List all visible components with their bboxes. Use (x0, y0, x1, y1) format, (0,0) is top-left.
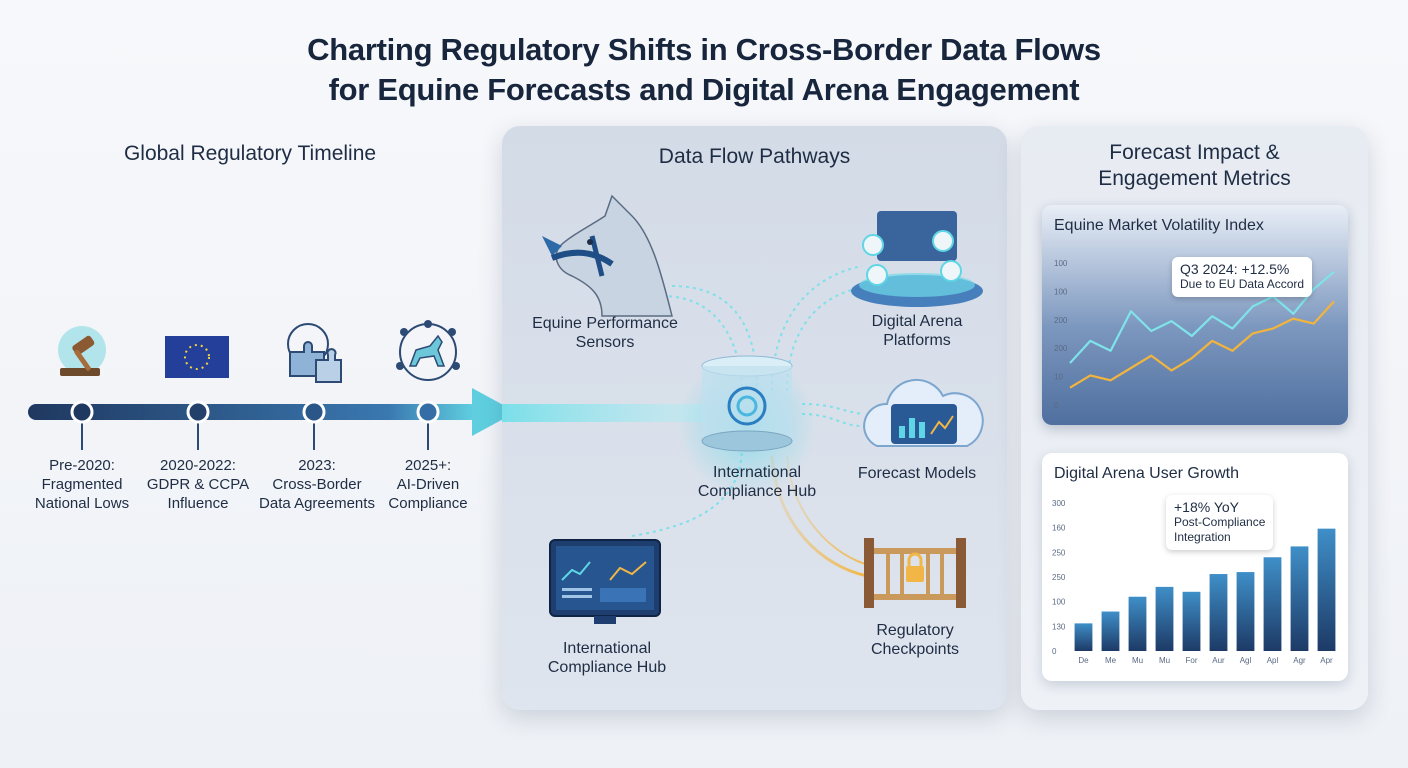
compliance-hub-icon (677, 355, 817, 496)
growth-callout-line-1: +18% YoY (1174, 499, 1240, 515)
bar (1128, 596, 1147, 651)
node-label-arena: Digital Arena Platforms (871, 313, 963, 349)
gavel-icon (58, 326, 106, 376)
x-tick-label: De (1078, 656, 1089, 665)
incoming-beam (502, 404, 712, 422)
x-tick-label: Agl (1240, 656, 1252, 665)
puzzle-icon (287, 323, 342, 383)
timeline-pin (302, 400, 326, 450)
x-tick-label: Mu (1132, 656, 1143, 665)
volatility-callout-line-2: Due to EU Data Accord (1180, 277, 1305, 291)
horse-head-icon (542, 194, 673, 317)
bar (1209, 574, 1228, 651)
bar (1290, 546, 1309, 651)
growth-callout-line-2: Post-Compliance (1174, 515, 1266, 529)
y-tick-label: 100 (1054, 259, 1068, 268)
timeline-arrowhead-icon (472, 388, 516, 436)
node-label-hub-secondary: International Compliance Hub (547, 640, 667, 676)
timeline-heading: Global Regulatory Timeline (123, 142, 377, 165)
timeline-graphic (28, 320, 516, 450)
page-title: Charting Regulatory Shifts in Cross-Bord… (0, 30, 1408, 110)
volatility-callout: Q3 2024: +12.5% Due to EU Data Accord (1172, 257, 1313, 297)
bar (1182, 591, 1201, 651)
metrics-heading: Forecast Impact & Engagement Metrics (1098, 141, 1291, 190)
bar (1074, 623, 1093, 651)
timeline-bar (28, 404, 478, 420)
growth-title: Digital Arena User Growth (1054, 465, 1239, 482)
volatility-callout-line-1: Q3 2024: +12.5% (1180, 261, 1290, 277)
data-flow-heading: Data Flow Pathways (658, 145, 851, 168)
milestone-label: Pre-2020: Fragmented National Lows (34, 457, 130, 512)
bar (1317, 528, 1336, 651)
title-line-1: Charting Regulatory Shifts in Cross-Bord… (307, 32, 1101, 67)
digital-arena-icon (851, 211, 983, 307)
series-line-1 (1069, 270, 1335, 364)
flow-line (631, 445, 743, 537)
timeline-pin (416, 400, 440, 450)
title-line-2: for Equine Forecasts and Digital Arena E… (328, 72, 1080, 107)
y-tick-label: 100 (1052, 598, 1066, 607)
y-tick-label: 200 (1054, 344, 1068, 353)
growth-chart: 300 160 250 250 100 130 0De Me Mu Mu For Aur Agl Apl A… (1052, 499, 1336, 665)
y-tick-label: 250 (1052, 573, 1066, 582)
dashboard-monitor-icon (549, 539, 661, 624)
x-tick-label: Apl (1267, 656, 1279, 665)
regulatory-gate-icon (864, 538, 966, 608)
node-label-forecast: Forecast Models (857, 465, 977, 482)
bar (1101, 611, 1120, 651)
y-tick-label: 0 (1054, 401, 1059, 410)
growth-callout: +18% YoY Post-Compliance Integration (1166, 495, 1274, 550)
node-label-checkpoints: Regulatory Checkpoints (870, 622, 960, 658)
y-tick-label: 300 (1052, 499, 1066, 508)
volatility-title: Equine Market Volatility Index (1054, 217, 1264, 234)
x-tick-label: For (1186, 656, 1198, 665)
x-tick-label: Aur (1212, 656, 1225, 665)
x-tick-label: Mu (1159, 656, 1170, 665)
bar (1236, 572, 1255, 651)
y-tick-label: 160 (1052, 524, 1066, 533)
milestone-label: 2023: Cross-Border Data Agreements (259, 457, 375, 512)
flow-line (771, 265, 863, 392)
flow-line (661, 295, 743, 392)
data-flow-panel: Data Flow Pathways (502, 126, 1007, 710)
node-label-hub: International Compliance Hub (697, 464, 817, 500)
data-flow-graphic (502, 194, 984, 624)
horse-network-icon (396, 320, 460, 381)
eu-flag-icon (165, 336, 229, 378)
flow-line (801, 403, 863, 415)
y-tick-label: 0 (1052, 647, 1057, 656)
forecast-cloud-icon (863, 378, 984, 447)
y-tick-label: 100 (1054, 287, 1068, 296)
y-tick-label: 10 (1054, 373, 1063, 382)
y-tick-label: 130 (1052, 622, 1066, 631)
timeline-pin (70, 400, 94, 450)
x-tick-label: Apr (1320, 656, 1333, 665)
timeline-pin (186, 400, 210, 450)
node-label-sensors: Equine Performance Sensors (532, 315, 678, 351)
series-line-2 (1069, 300, 1335, 389)
bar (1263, 557, 1282, 651)
growth-card: Digital Arena User Growth 300 160 250 250 10… (1042, 453, 1348, 681)
x-tick-label: Agr (1293, 656, 1306, 665)
milestone-label: 2025+: AI-Driven Compliance (388, 457, 468, 512)
bar (1155, 586, 1174, 651)
y-tick-label: 250 (1052, 548, 1066, 557)
x-tick-label: Me (1105, 656, 1117, 665)
growth-callout-line-3: Integration (1174, 530, 1231, 544)
y-tick-label: 200 (1054, 316, 1068, 325)
milestone-label: 2020-2022: GDPR & CCPA Influence (146, 457, 250, 512)
